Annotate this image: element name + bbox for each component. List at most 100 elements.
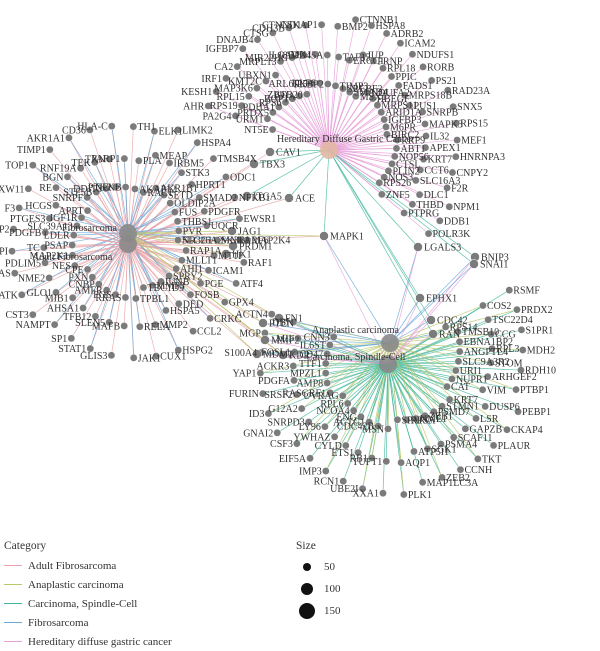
gene-node-ly96[interactable] [321, 423, 328, 430]
gene-node-ptprg[interactable] [400, 209, 407, 216]
gene-node-tsc22d4[interactable] [485, 316, 492, 323]
gene-node-imp3[interactable] [322, 467, 329, 474]
gene-node-pla[interactable] [135, 157, 142, 164]
shared-gene-node-snai1[interactable] [470, 260, 479, 269]
gene-node-rras[interactable] [122, 294, 129, 301]
gene-node-gpx4[interactable] [221, 299, 228, 306]
gene-node-tmsb4x[interactable] [210, 155, 217, 162]
gene-node-prdx2[interactable] [513, 306, 520, 313]
gene-node-re[interactable] [52, 184, 59, 191]
gene-node-sp1[interactable] [68, 335, 75, 342]
gene-node-timp1[interactable] [46, 146, 53, 153]
gene-node-gpi[interactable] [8, 248, 15, 255]
gene-node-cat[interactable] [443, 383, 450, 390]
shared-gene-node-ace[interactable] [285, 194, 294, 203]
gene-node-atp5i1[interactable] [410, 448, 417, 455]
gene-node-znf5[interactable] [378, 191, 385, 198]
gene-node-nr3c1[interactable] [174, 236, 181, 243]
gene-node-angptl4[interactable] [456, 348, 463, 355]
gene-node-dlc1[interactable] [416, 191, 423, 198]
gene-node-bmp2[interactable] [334, 23, 341, 30]
gene-node-cskap1[interactable] [318, 21, 325, 28]
gene-node-mafb[interactable] [121, 322, 128, 329]
gene-node-pvr[interactable] [175, 227, 182, 234]
gene-node-rps26[interactable] [376, 179, 383, 186]
gene-node-nfkb[interactable] [122, 183, 129, 190]
gene-node-rela[interactable] [136, 323, 143, 330]
gene-node-hspa4[interactable] [194, 139, 201, 146]
gene-node-ywhaz[interactable] [331, 433, 338, 440]
gene-node-gnai2[interactable] [274, 429, 281, 436]
gene-node-npm1[interactable] [446, 203, 453, 210]
gene-node-atk[interactable] [18, 291, 25, 298]
gene-node-nt5e[interactable] [269, 126, 276, 133]
shared-gene-node-mapk1[interactable] [320, 232, 329, 241]
gene-node-th1[interactable] [130, 123, 137, 130]
gene-node-map1lc3a[interactable] [419, 479, 426, 486]
gene-node-slc16a3[interactable] [412, 177, 419, 184]
disease-hub-anaplastic-carcinoma[interactable] [381, 334, 399, 352]
gene-node-fbxw11[interactable] [25, 185, 32, 192]
gene-node-nampt[interactable] [51, 321, 58, 328]
gene-node-zbtb20[interactable] [303, 91, 310, 98]
gene-node-dusp6[interactable] [482, 403, 489, 410]
gene-node-stk3[interactable] [178, 169, 185, 176]
gene-node-jak1[interactable] [130, 354, 137, 361]
gene-node-cst3[interactable] [29, 311, 36, 318]
gene-node-mdh2[interactable] [519, 346, 526, 353]
gene-node-polr3k[interactable] [425, 230, 432, 237]
gene-node-f3[interactable] [16, 204, 23, 211]
gene-node-ccl2[interactable] [189, 328, 196, 335]
gene-node-akap12[interactable] [131, 185, 138, 192]
gene-node-lsr[interactable] [472, 415, 479, 422]
gene-node-rorb[interactable] [419, 63, 426, 70]
gene-node-parp1[interactable] [121, 155, 128, 162]
gene-node-mpzl1[interactable] [322, 369, 329, 376]
gene-node-psap[interactable] [69, 241, 76, 248]
shared-gene-node-ephx1[interactable] [416, 294, 425, 303]
shared-gene-node-mmp2[interactable] [261, 336, 270, 345]
gene-node-aqp1[interactable] [398, 459, 405, 466]
gene-node-slc9a3r2[interactable] [455, 358, 462, 365]
gene-node-vim[interactable] [479, 386, 486, 393]
gene-node-s1pr1[interactable] [518, 326, 525, 333]
gene-node-nme2[interactable] [46, 274, 53, 281]
shared-gene-node-ran[interactable] [429, 330, 438, 339]
gene-node-msn[interactable] [384, 425, 391, 432]
gene-node-plk1[interactable] [400, 491, 407, 498]
gene-node-ckap4[interactable] [503, 426, 510, 433]
gene-node-sparc[interactable] [394, 416, 401, 423]
gene-node-atf4[interactable] [233, 280, 240, 287]
gene-node-rsmf[interactable] [506, 287, 513, 294]
gene-node-glis3[interactable] [108, 352, 115, 359]
gene-node-xxa1[interactable] [379, 490, 386, 497]
gene-node-thbd[interactable] [409, 201, 416, 208]
gene-node-ptbp1[interactable] [512, 386, 519, 393]
shared-gene-node-lgals3[interactable] [414, 243, 423, 252]
gene-node-ndufs1[interactable] [409, 51, 416, 58]
gene-node-aprt[interactable] [84, 207, 91, 214]
gene-node-fosb[interactable] [187, 291, 194, 298]
gene-node-ahsa1[interactable] [80, 304, 87, 311]
gene-node-cos2[interactable] [479, 302, 486, 309]
gene-node-top1[interactable] [29, 162, 36, 169]
gene-node-fkbp2[interactable] [324, 80, 331, 87]
gene-node-hspa5[interactable] [162, 307, 169, 314]
gene-node-thbs1[interactable] [174, 218, 181, 225]
gene-node-timp3[interactable] [332, 82, 339, 89]
gene-node-icam2[interactable] [397, 40, 404, 47]
gene-node-amp8[interactable] [324, 379, 331, 386]
gene-node-crkc[interactable] [207, 315, 214, 322]
gene-node-mapk3[interactable] [421, 120, 428, 127]
shared-gene-node-cav1[interactable] [266, 148, 275, 157]
disease-hub-fibrosarcoma[interactable] [119, 224, 137, 242]
gene-node-igfbp7[interactable] [239, 45, 246, 52]
gene-node-taf15[interactable] [335, 53, 342, 60]
gene-node-hnrnpa3[interactable] [452, 153, 459, 160]
gene-node-mllt1[interactable] [178, 257, 185, 264]
gene-node-gadd45a[interactable] [324, 51, 331, 58]
shared-gene-node-cdc42[interactable] [427, 316, 436, 325]
gene-node-ubxn1[interactable] [272, 71, 279, 78]
gene-node-abt1[interactable] [393, 145, 400, 152]
gene-node-tuft1[interactable] [383, 458, 390, 465]
